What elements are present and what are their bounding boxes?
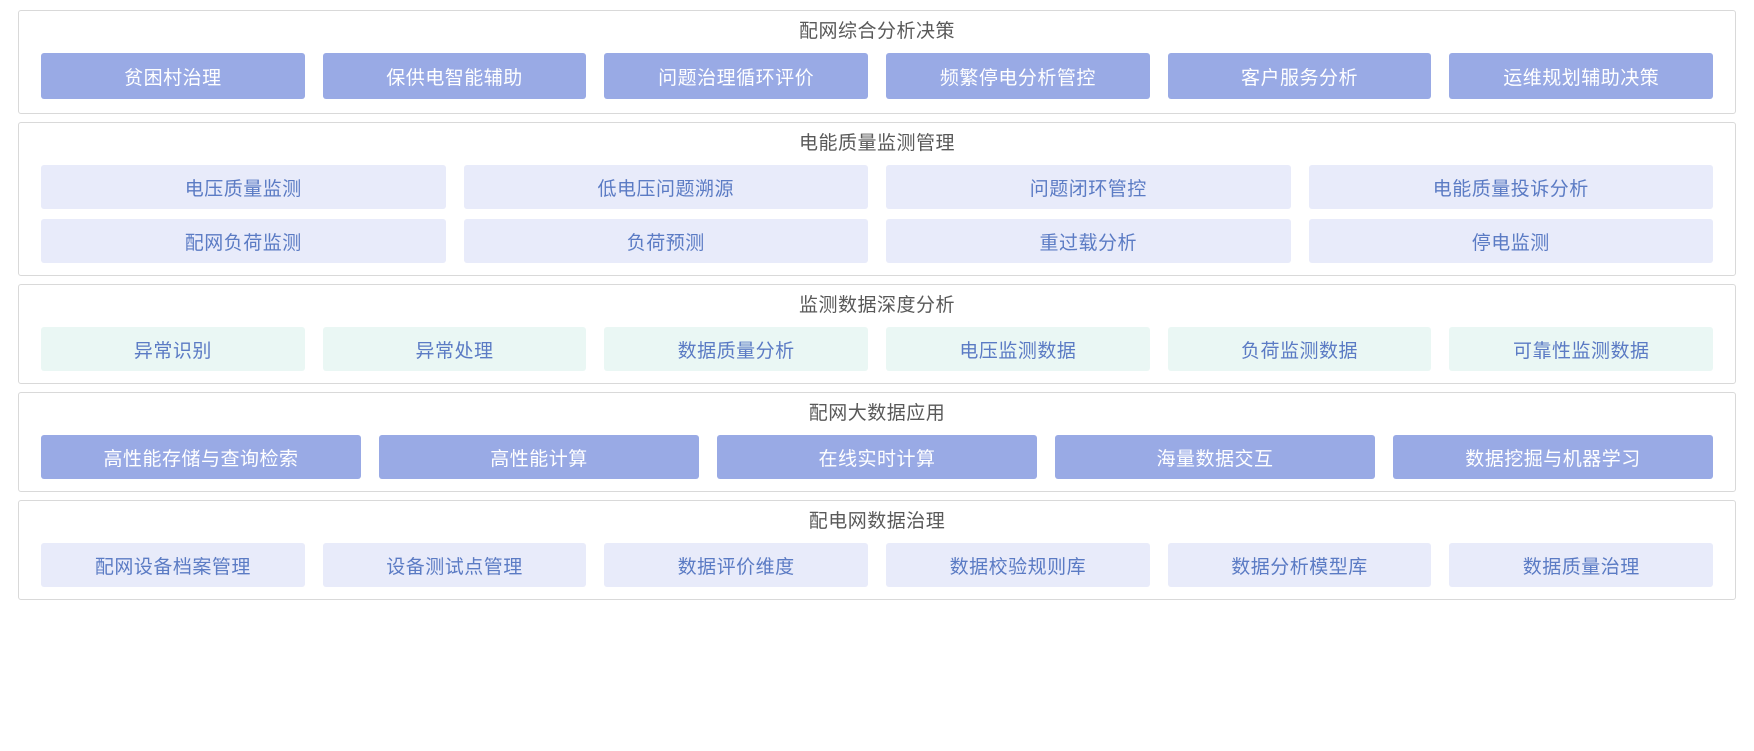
tile-button[interactable]: 在线实时计算 <box>717 435 1037 479</box>
tile-button[interactable]: 负荷监测数据 <box>1167 327 1432 371</box>
tile-button[interactable]: 低电压问题溯源 <box>463 165 868 209</box>
tile-button[interactable]: 数据校验规则库 <box>886 543 1150 587</box>
tile-button[interactable]: 海量数据交互 <box>1055 435 1375 479</box>
section-1: 电能质量监测管理电压质量监测低电压问题溯源问题闭环管控电能质量投诉分析配网负荷监… <box>18 122 1736 276</box>
section-title: 配电网数据治理 <box>808 511 946 532</box>
tile-row: 配网负荷监测负荷预测重过载分析停电监测 <box>41 219 1713 263</box>
section-4: 配电网数据治理配网设备档案管理设备测试点管理数据评价维度数据校验规则库数据分析模… <box>18 500 1736 600</box>
tile-button[interactable]: 保供电智能辅助 <box>322 53 587 99</box>
tile-row: 异常识别异常处理数据质量分析电压监测数据负荷监测数据可靠性监测数据 <box>41 327 1714 371</box>
tile-row: 贫困村治理保供电智能辅助问题治理循环评价频繁停电分析管控客户服务分析运维规划辅助… <box>41 53 1714 99</box>
tile-button[interactable]: 频繁停电分析管控 <box>886 53 1150 99</box>
tile-button[interactable]: 问题治理循环评价 <box>604 53 869 99</box>
tile-button[interactable]: 电压监测数据 <box>886 327 1150 371</box>
section-0: 配网综合分析决策贫困村治理保供电智能辅助问题治理循环评价频繁停电分析管控客户服务… <box>18 10 1736 114</box>
tile-button[interactable]: 数据挖掘与机器学习 <box>1393 435 1713 479</box>
tile-row: 高性能存储与查询检索高性能计算在线实时计算海量数据交互数据挖掘与机器学习 <box>41 435 1713 479</box>
tile-button[interactable]: 停电监测 <box>1308 219 1713 263</box>
tile-button[interactable]: 电压质量监测 <box>41 165 446 209</box>
tile-button[interactable]: 设备测试点管理 <box>322 543 587 587</box>
tile-button[interactable]: 高性能存储与查询检索 <box>41 435 361 479</box>
section-3: 配网大数据应用高性能存储与查询检索高性能计算在线实时计算海量数据交互数据挖掘与机… <box>18 392 1736 492</box>
tile-button[interactable]: 异常识别 <box>41 327 305 371</box>
section-2: 监测数据深度分析异常识别异常处理数据质量分析电压监测数据负荷监测数据可靠性监测数… <box>18 284 1736 384</box>
section-title: 配网大数据应用 <box>808 403 946 424</box>
tile-button[interactable]: 负荷预测 <box>463 219 868 263</box>
tile-row: 配网设备档案管理设备测试点管理数据评价维度数据校验规则库数据分析模型库数据质量治… <box>41 543 1714 587</box>
tile-button[interactable]: 电能质量投诉分析 <box>1308 165 1713 209</box>
tile-button[interactable]: 问题闭环管控 <box>886 165 1291 209</box>
tile-button[interactable]: 贫困村治理 <box>41 53 305 99</box>
tile-button[interactable]: 异常处理 <box>322 327 587 371</box>
tile-button[interactable]: 运维规划辅助决策 <box>1449 53 1714 99</box>
tile-button[interactable]: 配网设备档案管理 <box>41 543 305 587</box>
section-title: 配网综合分析决策 <box>798 21 955 42</box>
tile-button[interactable]: 可靠性监测数据 <box>1449 327 1714 371</box>
tile-button[interactable]: 客户服务分析 <box>1167 53 1432 99</box>
tile-button[interactable]: 配网负荷监测 <box>41 219 446 263</box>
section-title: 电能质量监测管理 <box>798 133 955 154</box>
tile-row: 电压质量监测低电压问题溯源问题闭环管控电能质量投诉分析 <box>41 165 1713 209</box>
tile-button[interactable]: 数据质量治理 <box>1449 543 1714 587</box>
section-title: 监测数据深度分析 <box>798 295 955 316</box>
tile-button[interactable]: 重过载分析 <box>886 219 1291 263</box>
tile-button[interactable]: 数据质量分析 <box>604 327 869 371</box>
tile-button[interactable]: 数据分析模型库 <box>1167 543 1432 587</box>
tile-button[interactable]: 数据评价维度 <box>604 543 869 587</box>
tile-button[interactable]: 高性能计算 <box>379 435 699 479</box>
